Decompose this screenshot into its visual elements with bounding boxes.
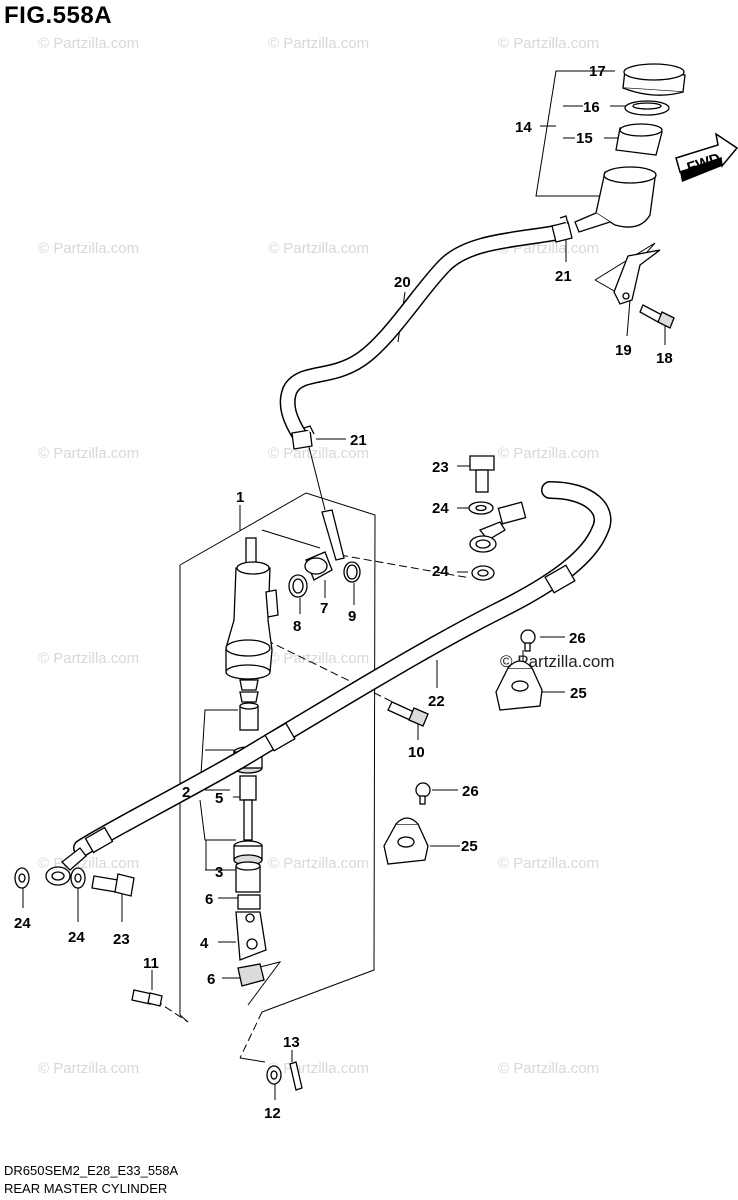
watermark: © Partzilla.com	[38, 445, 140, 462]
watermark: © Partzilla.com	[268, 855, 370, 872]
callout-13: 13	[283, 1034, 300, 1051]
callout-21-lower: 21	[350, 432, 367, 449]
watermark: © Partzilla.com	[498, 1060, 600, 1077]
gasket-washer	[14, 867, 30, 889]
pivot-bolt	[131, 989, 163, 1007]
watermark: © Partzilla.com	[498, 35, 600, 52]
reservoir-tank	[574, 166, 657, 233]
banjo-fitting-lower	[45, 847, 87, 886]
hose-clamp-lower	[291, 425, 315, 450]
hose-clamp-upper	[551, 215, 573, 243]
master-cylinder-body	[225, 537, 279, 680]
watermark: © Partzilla.com	[38, 35, 140, 52]
callout-2: 2	[182, 784, 190, 801]
banjo-fitting-upper	[469, 521, 506, 553]
gasket-washer	[468, 501, 494, 515]
callout-7: 7	[320, 600, 328, 617]
hose-guide-upper	[495, 660, 543, 711]
union-bolt-lower	[91, 873, 135, 897]
hose-connector	[304, 509, 345, 581]
guide-screw-lower	[415, 782, 431, 805]
watermark: © Partzilla.com	[268, 240, 370, 257]
figure-model-code: DR650SEM2_E28_E33_558A	[4, 1163, 179, 1178]
piston	[239, 775, 257, 841]
callout-24-left: 24	[14, 915, 31, 932]
callout-1: 1	[236, 489, 244, 506]
watermark: © Partzilla.com	[498, 855, 600, 872]
watermark: © Partzilla.com	[268, 650, 370, 667]
diaphragm	[615, 123, 663, 156]
reservoir-hose	[279, 224, 568, 444]
callout-16: 16	[583, 99, 600, 116]
callout-26-upper: 26	[569, 630, 586, 647]
o-ring	[288, 574, 308, 598]
nut-lower	[237, 963, 265, 987]
clevis	[235, 911, 267, 961]
hose-guide-lower	[383, 817, 429, 865]
nut-upper	[237, 894, 261, 910]
callout-10: 10	[408, 744, 425, 761]
callout-5: 5	[215, 790, 223, 807]
callout-12: 12	[264, 1105, 281, 1122]
gasket-washer	[70, 867, 86, 889]
watermark: © Partzilla.com	[38, 1060, 140, 1077]
callout-4: 4	[200, 935, 209, 952]
callout-6-upper: 6	[205, 891, 213, 908]
callout-6-lower: 6	[207, 971, 215, 988]
watermark: © Partzilla.com	[268, 35, 370, 52]
callout-3: 3	[215, 864, 223, 881]
fwd-arrow-badge: FWD	[675, 132, 738, 182]
callout-25-upper: 25	[570, 685, 587, 702]
brake-hose	[73, 481, 612, 857]
callout-9: 9	[348, 608, 356, 625]
figure-title: FIG.558A	[4, 2, 113, 29]
callout-14: 14	[515, 119, 532, 136]
callout-15: 15	[576, 130, 593, 147]
leader-lines	[22, 70, 666, 1100]
callout-11: 11	[143, 955, 159, 972]
cotter-pin	[289, 1061, 303, 1091]
callout-22: 22	[428, 693, 445, 710]
push-rod-boot	[235, 861, 261, 893]
callout-17: 17	[589, 63, 606, 80]
washer	[266, 1065, 282, 1085]
callout-25-lower: 25	[461, 838, 478, 855]
watermark: © Partzilla.com	[498, 445, 600, 462]
mounting-bolt	[387, 701, 429, 727]
callout-19: 19	[615, 342, 632, 359]
gasket-washer	[471, 565, 495, 581]
circlip	[343, 561, 361, 583]
callout-24-center: 24	[68, 929, 85, 946]
callout-26-lower: 26	[462, 783, 479, 800]
callout-20: 20	[394, 274, 411, 291]
guide-screw-upper	[520, 629, 536, 652]
piston-spring	[239, 679, 259, 703]
reservoir-bolt	[639, 304, 675, 329]
reservoir-cap	[622, 63, 686, 96]
union-bolt-upper	[469, 455, 495, 493]
piston-cup-primary	[239, 702, 259, 731]
callout-23-lower: 23	[113, 931, 130, 948]
callout-21-upper: 21	[555, 268, 572, 285]
callout-23-upper: 23	[432, 459, 449, 476]
callout-24-upper: 24	[432, 500, 449, 517]
reservoir-bracket	[613, 249, 661, 305]
diaphragm-plate	[624, 100, 670, 116]
callout-8: 8	[293, 618, 301, 635]
callout-labels: 17 16 14 15 21 20 19 18 21 23 1 24 24 7 …	[14, 63, 673, 1122]
watermark: © Partzilla.com	[38, 240, 140, 257]
watermark: © Partzilla.com	[38, 650, 140, 667]
callout-18: 18	[656, 350, 673, 367]
watermark: © Partzilla.com	[268, 445, 370, 462]
callout-24-middle: 24	[432, 563, 449, 580]
figure-name: REAR MASTER CYLINDER	[4, 1181, 168, 1196]
